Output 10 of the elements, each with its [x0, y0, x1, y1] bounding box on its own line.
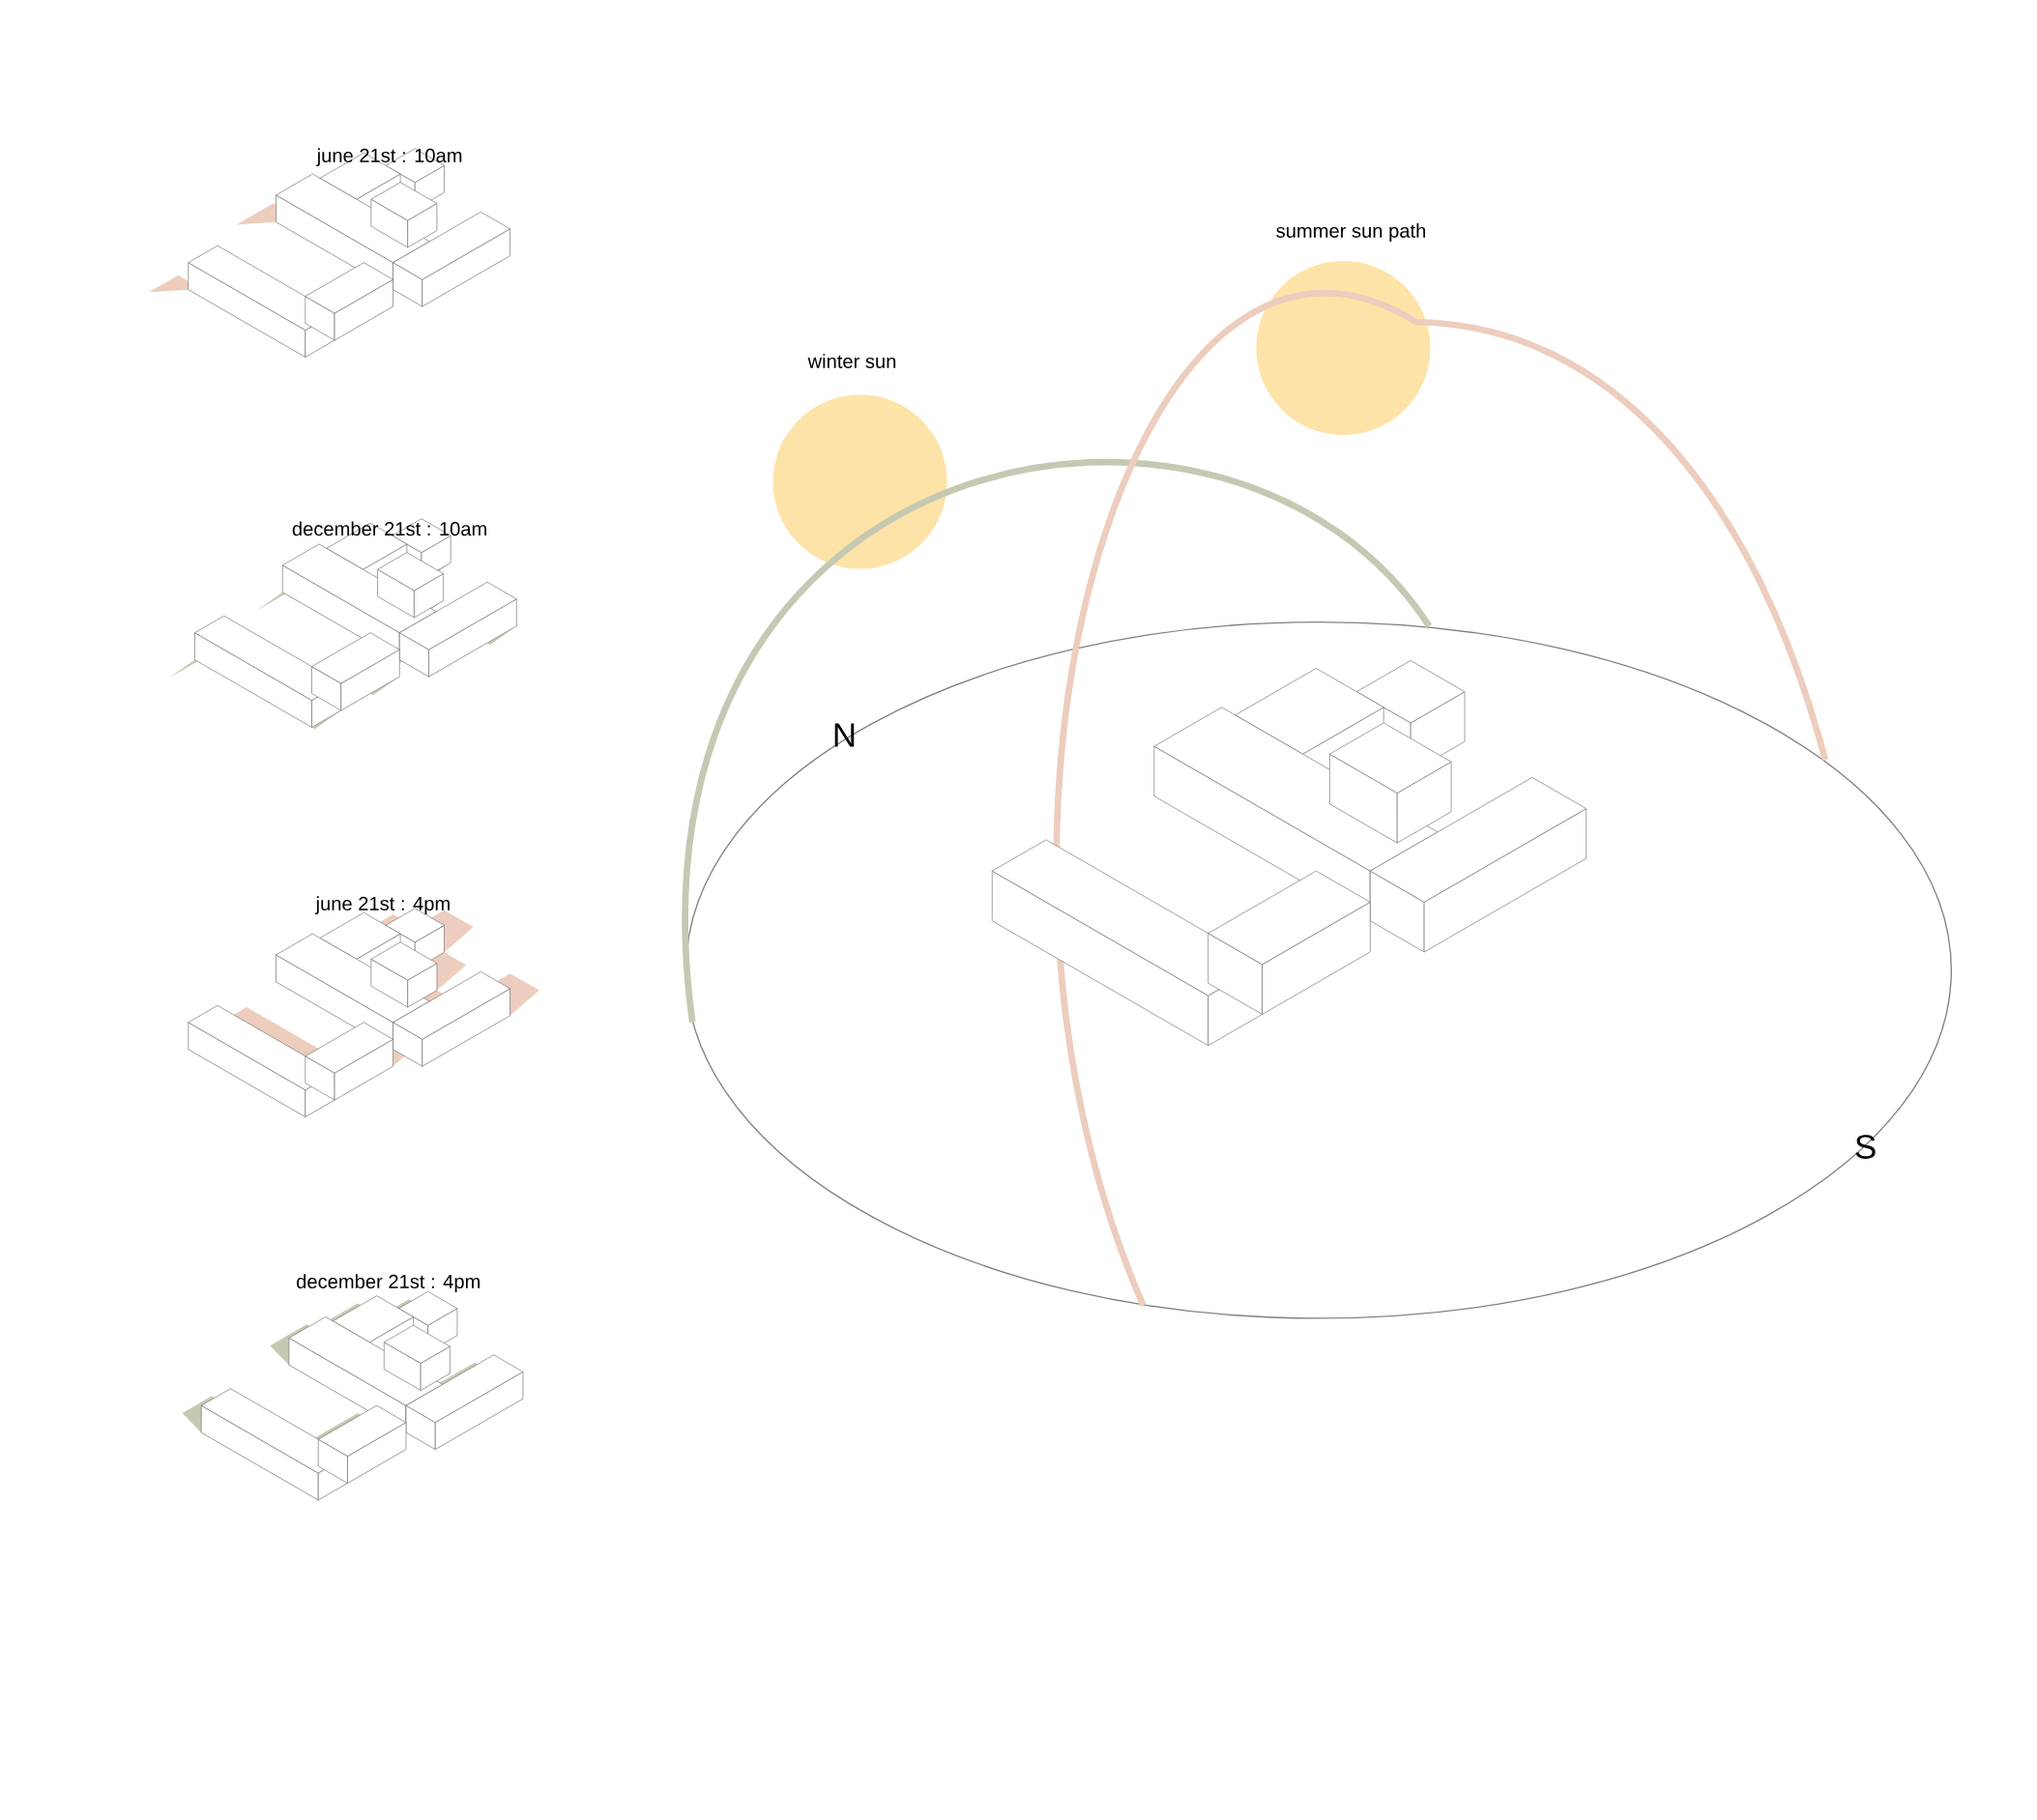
sun-circle	[1256, 261, 1431, 436]
compass-label: S	[1855, 1135, 1876, 1160]
compass-label: N	[834, 723, 855, 747]
caption-label: december 21st : 10am	[292, 521, 486, 536]
sun-circle	[772, 394, 947, 569]
caption-label: june 21st : 10am	[316, 148, 462, 167]
caption-label: june 21st : 4pm	[315, 896, 450, 915]
sun-label: summer sun path	[1276, 223, 1426, 243]
caption-label: december 21st : 4pm	[297, 1274, 480, 1293]
sun-label: winter sun	[807, 354, 896, 369]
